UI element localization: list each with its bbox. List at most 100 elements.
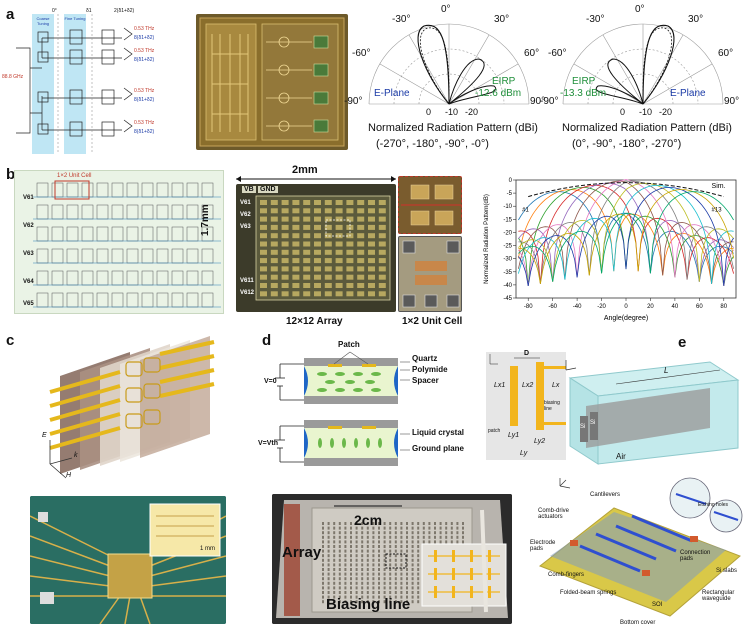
chip-unit [324,291,332,297]
lc-array-element [333,554,336,558]
lc-array-element [400,545,403,548]
chip-width-arrow [236,176,396,182]
x-tick-label: -20 [597,304,606,310]
lc-array-element [327,591,330,594]
beam-curve [518,180,734,284]
lc-array-element [372,591,375,594]
grid-cell [81,182,94,198]
grid-cell [96,248,109,264]
chip-unit [335,274,343,280]
x-tick-label: -40 [573,304,582,310]
waveguide-si-right: Si [590,420,596,426]
grid-cell [111,182,124,198]
chip-unit [270,200,278,205]
polar-left-angle-m90: -90° [344,96,363,107]
lc-array-element [327,526,330,530]
grid-row-label-2: V62 [23,223,34,229]
lc-array-element [355,563,358,567]
lc-array-element [350,600,352,604]
lc-array-element [428,522,431,525]
polar-left-radial-20: -20 [465,107,479,117]
grid-cell [96,204,109,220]
lc-array-element [344,558,347,562]
lc-array-element [327,577,330,581]
grid-cell [156,204,169,220]
lc-array-element [406,522,408,525]
lc-array-element [361,522,364,525]
lc-inset-patch [470,586,473,598]
polar-right-plane: E-Plane [670,88,706,99]
grid-cell [51,248,64,264]
fine-tuning-label: Fine Tuning [64,16,86,21]
lc-array-element [411,540,414,544]
chip-on-pcb-photo: 1 mm [30,496,226,624]
chip-unit [357,266,365,272]
polar-right-subcaption: (0°, -90°, -180°, -270°) [572,138,682,150]
lc-array-element [327,600,330,604]
chip-unit [260,249,267,255]
mems-connection-pads: Connection pads [680,550,711,562]
lc-array-element [394,595,397,599]
chip-unit [303,249,311,255]
chip-unit [270,208,278,214]
x-tick-label: 80 [720,304,727,310]
dim-patch: patch [488,428,501,434]
lc-array-element [383,577,386,581]
lc-array-element [400,549,403,553]
lc-array-element [344,600,347,604]
lc-array-element [417,545,420,548]
chip-unit [357,208,365,214]
lc-array-element [434,526,436,530]
metasurface-chip-photo: VB GND V61 V62 V63 V611 V612 [236,184,396,312]
phase-2: 2(δ1+δ2) [114,8,135,14]
lc-array-element [400,572,403,576]
lc-array-element [333,526,336,530]
chip-unit [324,200,332,205]
lc-array-element [417,526,420,530]
grid-cell [171,204,184,220]
lc-array-element [394,577,397,581]
chip-unit [281,249,289,255]
lc-array-element [389,572,392,576]
x-axis-label: Angle(degree) [604,315,648,322]
grid-cell [126,248,139,264]
liquid-crystal-stack-diagram: Patch Quartz Polymide Spacer Liquid crys… [258,334,492,474]
chip-unit [314,283,321,288]
lc-array-element [389,540,392,544]
grid-cell [111,204,124,220]
lc-array-element [383,568,386,571]
lc-array-element [411,558,414,562]
polar-right-eirp-label: EIRP [572,76,596,87]
grid-cell [156,270,169,286]
lc-array-element [456,531,459,535]
chip-width-label: 2mm [292,164,318,176]
chip-unit [292,208,300,214]
lc-array-element [378,591,380,594]
dim-d: D [524,350,530,357]
lc-array-element [327,531,330,535]
lc-array-element [389,558,392,562]
chip-unit [335,266,343,272]
lc-array-element [361,568,364,571]
output-freq-2: 0.53 THz [134,48,155,54]
lc-inset-patch [434,550,437,562]
lc-array-element [406,581,408,585]
lc-array-element [400,535,403,539]
lc-array-element [355,558,358,562]
lc-array-element [417,522,420,525]
lc-array-element [417,577,420,581]
lc-array-element [422,535,425,539]
lc-array-element [389,581,392,585]
chip-unit [270,224,278,230]
lc-array-element [333,595,336,599]
chip-unit [346,291,354,297]
lc-array-element [338,545,341,548]
lc-array-element [366,563,369,567]
chip-unit [281,208,289,214]
lc-array-element [361,577,364,581]
chip-unit [324,241,332,247]
lc-array-element [322,586,324,590]
grid-cell [126,204,139,220]
chip-unit [346,208,354,214]
lc-array-element [333,563,336,567]
